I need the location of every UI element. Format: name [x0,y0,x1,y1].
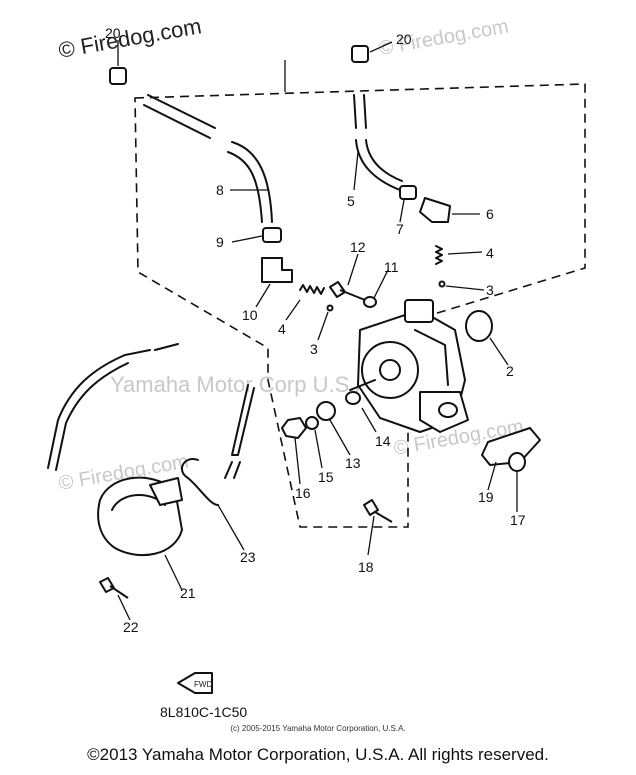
assembly-boundary [134,60,586,528]
ball-3-left [326,304,334,312]
callout-7: 7 [396,221,404,237]
callout-9: 9 [216,234,224,250]
small-copyright: (c) 2005-2015 Yamaha Motor Corporation, … [230,724,406,733]
callout-18: 18 [358,559,374,575]
callout-16: 16 [295,485,311,501]
nut-16 [281,417,307,439]
clip-7 [399,185,417,200]
leader-lines [117,40,518,621]
plate-13 [316,401,336,421]
callout-2: 2 [506,363,514,379]
ball-3-right [438,280,446,288]
yamaha-watermark: Yamaha Motor Corp U.S.A. [110,372,376,397]
footer-copyright: ©2013 Yamaha Motor Corporation, U.S.A. A… [87,745,549,764]
hose-5 [353,94,403,191]
hose-8 [143,94,273,223]
oil-pump-body [349,299,469,433]
washer-17 [508,452,526,472]
callout-13: 13 [345,455,361,471]
callout-20-right: 20 [396,31,412,47]
callout-21: 21 [180,585,196,601]
firedog-watermark-top-left: © Firedog.com [57,13,204,63]
callout-3-right: 3 [486,282,494,298]
callout-15: 15 [318,469,334,485]
callout-8: 8 [216,182,224,198]
callout-5: 5 [347,193,355,209]
diagram-code: 8L810C-1C50 [160,704,247,720]
elbow-6 [419,197,451,223]
bolt-22 [99,577,129,599]
fwd-marker-icon [177,672,213,694]
pump-cover-21 [97,476,183,557]
callout-11: 11 [384,259,399,275]
callout-19: 19 [478,489,494,505]
callout-22: 22 [123,619,139,635]
callout-14: 14 [375,433,391,449]
washer-14 [345,391,361,405]
spring-4-left [299,284,325,295]
callout-4-right: 4 [486,245,494,261]
bolt-18 [363,499,393,523]
callout-3-left: 3 [310,341,318,357]
elbow-10 [261,257,293,283]
callout-4-left: 4 [278,321,286,337]
seal-2 [465,310,493,342]
washer-11 [363,296,377,308]
callout-23: 23 [240,549,256,565]
pump-cable-23 [47,343,255,506]
clip-20-right [351,45,369,63]
callout-17: 17 [510,512,526,528]
clip-9 [262,227,282,243]
bolt-12 [329,281,366,301]
callout-12: 12 [350,239,366,255]
callout-10: 10 [242,307,258,323]
callout-20-left: 20 [105,25,121,41]
callout-labels: 20 20 8 9 10 5 7 6 4 3 4 3 12 11 2 14 13… [105,25,526,635]
clip-20-left [109,67,127,85]
fwd-marker-text: FWD [194,680,212,689]
callout-6: 6 [486,206,494,222]
spring-4-right [435,245,443,265]
washer-15 [305,416,319,430]
